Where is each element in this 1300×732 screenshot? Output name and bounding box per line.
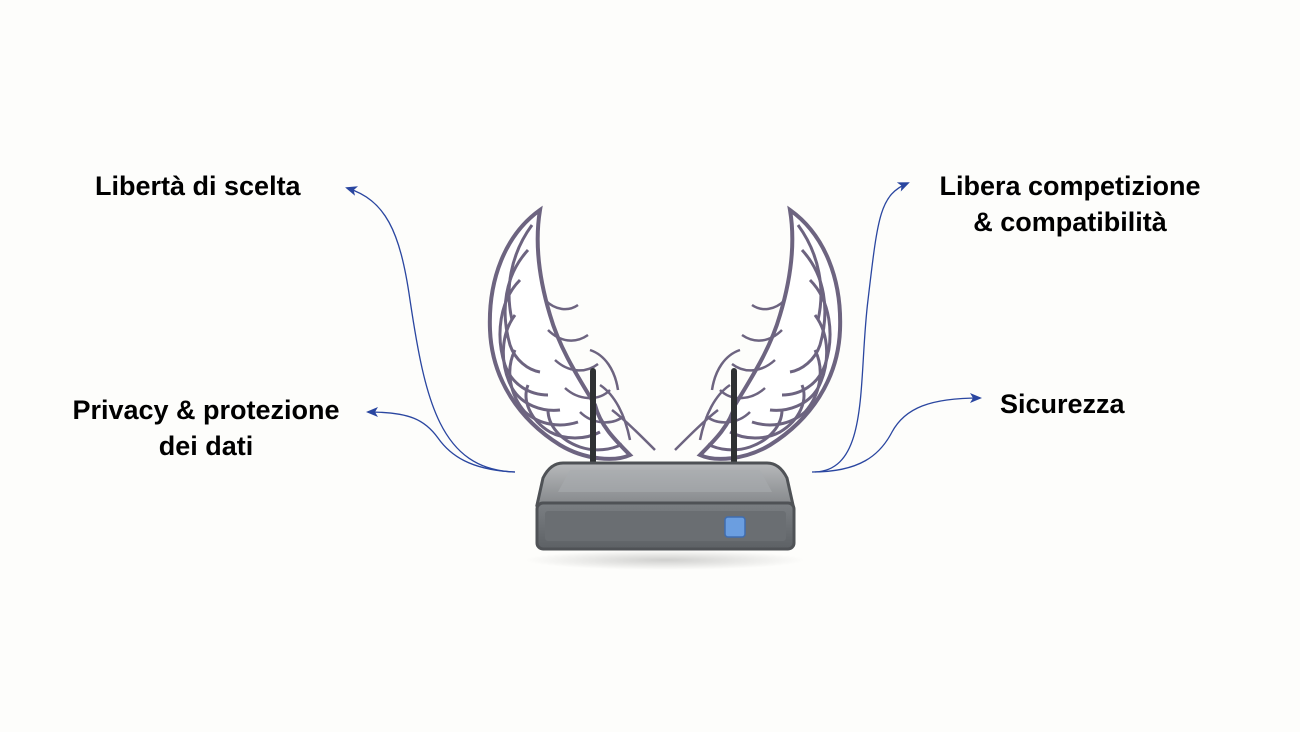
label-libera-line1: Libera competizione <box>939 171 1201 201</box>
arrow-to-privacy <box>366 407 516 473</box>
arrow-to-liberta-scelta <box>345 186 516 473</box>
label-sicurezza: Sicurezza <box>1000 386 1125 422</box>
left-antenna-icon <box>590 368 596 466</box>
arrow-to-libera-competizione <box>814 182 910 473</box>
right-antenna-icon <box>731 368 737 466</box>
label-privacy-line2: dei dati <box>158 431 254 461</box>
label-sicurezza-text: Sicurezza <box>1000 389 1125 419</box>
label-privacy: Privacy & protezione dei dati <box>56 392 356 464</box>
arrow-to-sicurezza <box>811 393 982 473</box>
label-privacy-line1: Privacy & protezione <box>72 395 340 425</box>
label-liberta-scelta-text: Libertà di scelta <box>95 171 301 201</box>
router-icon <box>525 368 805 570</box>
router-led-icon <box>724 516 746 538</box>
label-liberta-scelta: Libertà di scelta <box>95 168 301 204</box>
label-libera-competizione: Libera competizione & compatibilità <box>920 168 1220 240</box>
label-libera-line2: & compatibilità <box>973 207 1167 237</box>
right-wing-icon <box>673 208 843 461</box>
left-wing-icon <box>487 208 657 461</box>
